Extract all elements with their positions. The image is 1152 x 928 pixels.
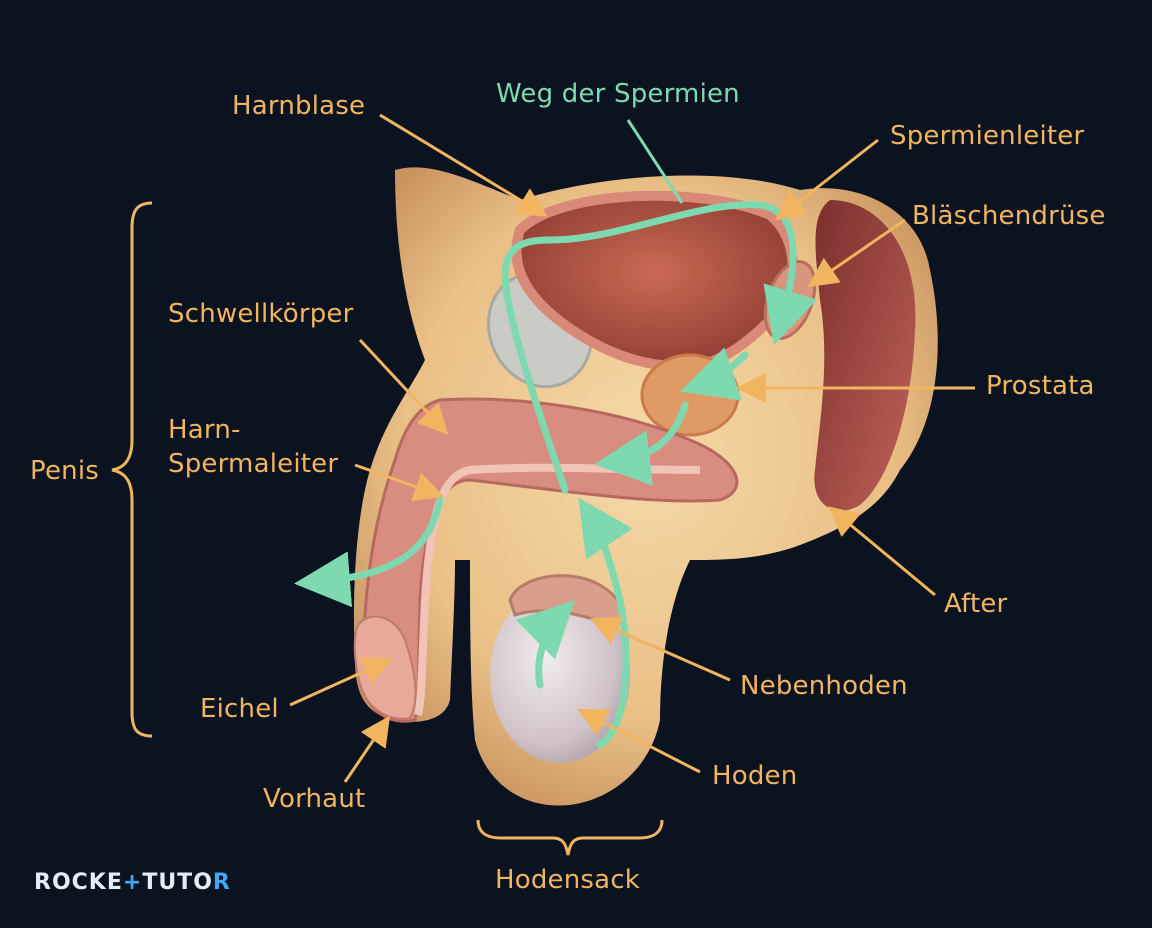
path-testis-segment bbox=[515, 600, 575, 689]
brand-part1: ROCKE bbox=[34, 870, 123, 895]
label-hodensack: Hodensack bbox=[495, 865, 641, 895]
hodensack-brace bbox=[476, 819, 664, 856]
label-schwellkoerper: Schwellkörper bbox=[168, 299, 354, 329]
path-ascending-segment bbox=[578, 497, 633, 749]
label-nebenhoden: Nebenhoden bbox=[740, 671, 908, 701]
pointer-blaeschendruese bbox=[807, 218, 906, 288]
label-vorhaut: Vorhaut bbox=[263, 784, 366, 814]
label-pointers bbox=[289, 113, 975, 783]
label-spermienleiter: Spermienleiter bbox=[890, 121, 1085, 151]
label-eichel: Eichel bbox=[200, 694, 279, 724]
label-weg-der-spermien: Weg der Spermien bbox=[496, 79, 740, 109]
pointer-eichel bbox=[289, 656, 394, 707]
pointer-after bbox=[828, 506, 936, 597]
brand-part2: TUTO bbox=[142, 870, 213, 895]
pointer-hoden bbox=[576, 708, 701, 774]
label-hoden: Hoden bbox=[712, 761, 798, 791]
label-harnblase: Harnblase bbox=[232, 91, 366, 121]
path-vesicle-segment bbox=[680, 347, 749, 401]
brand-plus: + bbox=[122, 870, 143, 895]
body-section bbox=[353, 167, 938, 806]
label-blaeschendruese: Bläschendrüse bbox=[912, 201, 1106, 231]
penis-brace bbox=[111, 201, 153, 738]
pointer-weg-der-spermien bbox=[626, 119, 684, 204]
path-exit-segment bbox=[294, 496, 444, 608]
pointer-vorhaut bbox=[343, 715, 391, 783]
pointer-harnblase bbox=[379, 113, 548, 217]
pointer-spermienleiter bbox=[774, 138, 879, 221]
path-prostate-segment bbox=[594, 401, 689, 486]
label-penis: Penis bbox=[30, 456, 99, 486]
label-prostata: Prostata bbox=[986, 371, 1095, 401]
label-harn-line1: Harn- bbox=[168, 415, 241, 445]
pointer-schwellkoerper bbox=[358, 338, 449, 435]
label-after: After bbox=[944, 589, 1008, 619]
brand-part3: R bbox=[212, 870, 231, 895]
brand-logo: ROCKE+TUTOR bbox=[34, 870, 231, 895]
pointer-harn-spermaleiter bbox=[354, 463, 445, 502]
prostate bbox=[640, 353, 740, 437]
label-harn-line2: Spermaleiter bbox=[168, 449, 339, 479]
pointer-nebenhoden bbox=[589, 616, 731, 682]
